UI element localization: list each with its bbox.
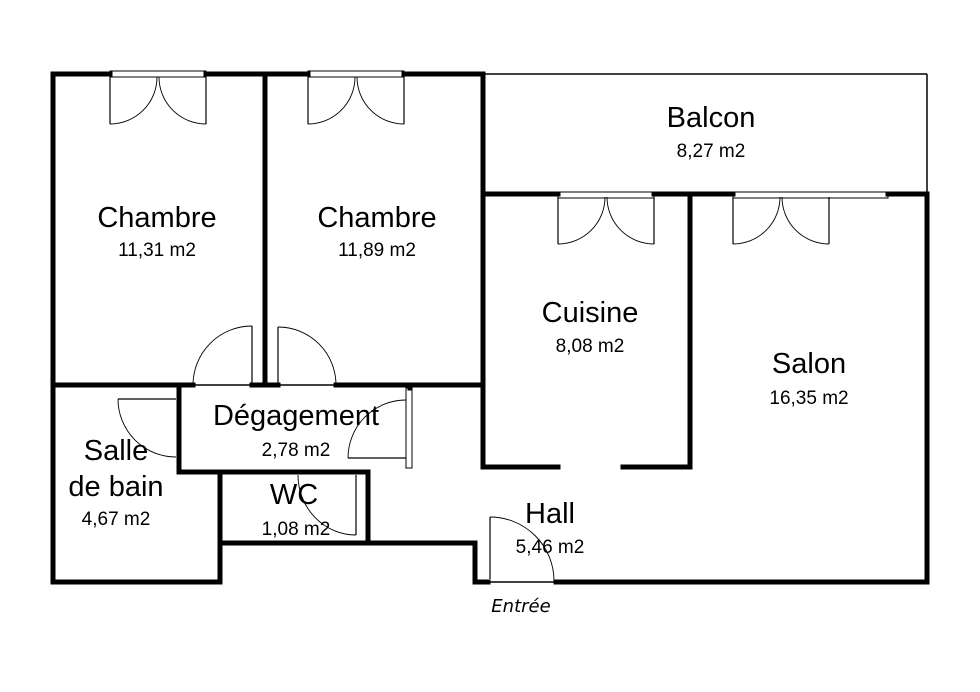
room-area-salle-de-bain: 4,67 m2 [82, 509, 151, 530]
window-salon [732, 191, 889, 199]
door-chambre-1 [192, 325, 253, 386]
room-name-salon: Salon [772, 348, 846, 380]
door-salon-window [732, 196, 830, 245]
door-chambre-2 [277, 326, 337, 386]
doors [109, 76, 830, 582]
room-area-degagement: 2,78 m2 [262, 440, 331, 461]
room-name-wc: WC [270, 479, 318, 511]
room-area-chambre-1: 11,31 m2 [118, 240, 196, 261]
room-name-salle-de-bain-line2: de bain [68, 471, 163, 503]
window-cuisine [557, 191, 655, 199]
room-area-balcon: 8,27 m2 [677, 141, 746, 162]
room-area-wc: 1,08 m2 [262, 519, 331, 540]
entrance-label: Entrée [491, 596, 550, 617]
room-area-cuisine: 8,08 m2 [556, 336, 625, 357]
partition-degagement-right [405, 387, 413, 469]
room-name-degagement: Dégagement [213, 400, 379, 432]
door-degagement-hall [347, 399, 407, 459]
door-chambre-1-window [109, 76, 207, 125]
door-wc [297, 474, 357, 536]
walls [50, 71, 930, 585]
room-name-cuisine: Cuisine [542, 297, 639, 329]
door-entree [489, 516, 555, 582]
room-name-chambre-2: Chambre [317, 202, 436, 234]
window-chambre-1 [109, 70, 207, 78]
window-chambre-2 [307, 70, 405, 78]
room-area-chambre-2: 11,89 m2 [338, 240, 416, 261]
door-chambre-2-window [307, 76, 405, 125]
door-cuisine-window [557, 196, 655, 245]
room-area-hall: 5,46 m2 [516, 537, 585, 558]
room-area-salon: 16,35 m2 [769, 388, 848, 409]
room-labels: Chambre 11,31 m2 Chambre 11,89 m2 Balcon… [68, 102, 848, 617]
room-name-hall: Hall [525, 498, 575, 530]
room-name-salle-de-bain-line1: Salle [84, 435, 149, 467]
door-frames [193, 384, 556, 583]
room-name-chambre-1: Chambre [97, 202, 216, 234]
room-name-balcon: Balcon [667, 102, 756, 134]
door-salle-de-bain [117, 398, 177, 458]
balcony-outline [483, 73, 928, 194]
